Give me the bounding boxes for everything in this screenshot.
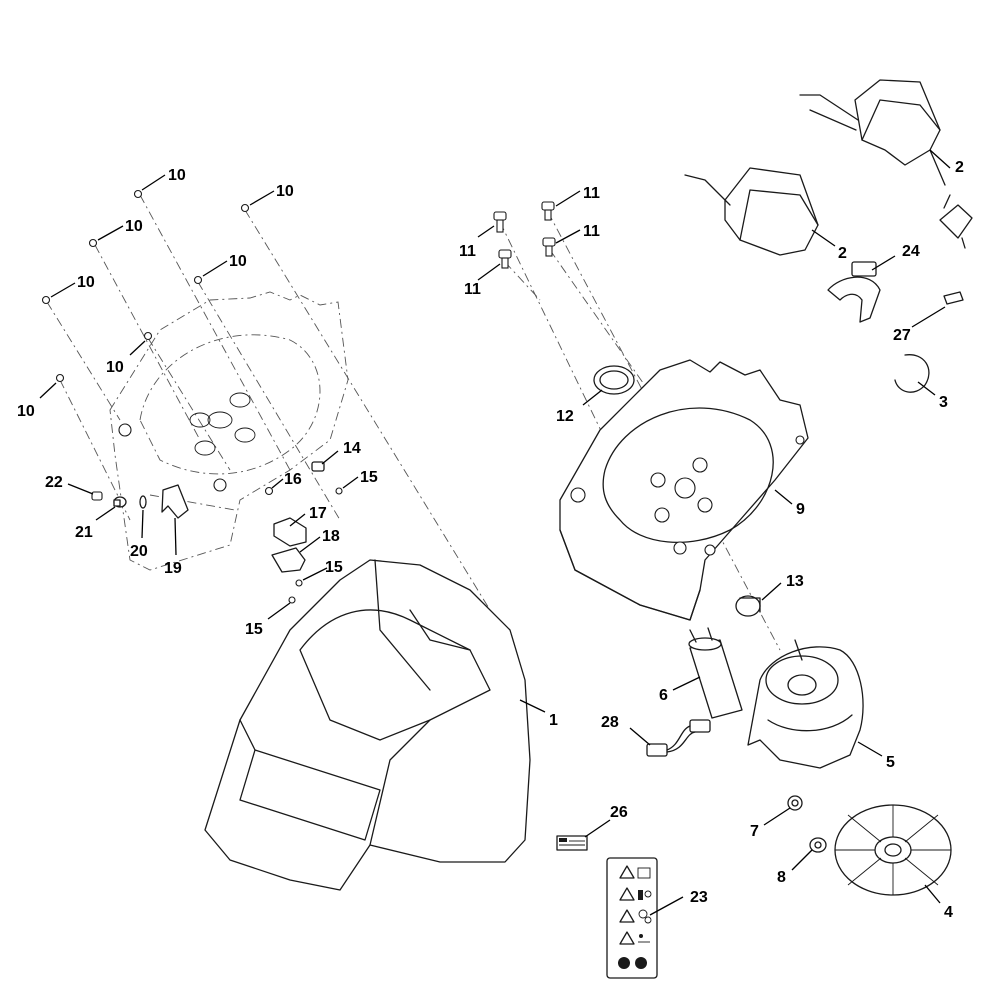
warning-triangle-icon [619,909,652,924]
callout-11: 11 [459,243,476,260]
screw-icon [55,373,65,383]
warning-triangle-icon [619,865,651,879]
callout-18: 18 [322,528,340,545]
screws-11 [493,201,556,269]
callout-4: 4 [944,904,953,921]
switch-housing-lower [684,167,819,256]
callout-27: 27 [893,327,911,344]
screw-icon [264,486,274,496]
callout-13: 13 [786,573,804,590]
screw-icon [193,275,203,285]
callout-14: 14 [343,440,361,457]
callout-17: 17 [309,505,327,522]
main-cover [204,559,531,891]
callout-numbers: 1 2 2 3 4 5 6 7 8 9 10 10 10 10 10 10 10… [17,159,964,921]
label-plate [556,835,588,851]
callout-24: 24 [902,243,920,260]
callout-21: 21 [75,524,93,541]
small-parts-left [91,461,343,604]
callout-10: 10 [229,253,247,270]
callout-10: 10 [77,274,95,291]
seal-ring [593,365,635,395]
callout-2: 2 [838,245,847,262]
switch-housing-upper [799,79,946,186]
callout-11: 11 [583,185,600,202]
callout-19: 19 [164,560,182,577]
callout-20: 20 [130,543,148,560]
plug-connector [939,194,973,249]
callout-12: 12 [556,408,574,425]
callout-15: 15 [325,559,343,576]
callout-7: 7 [750,823,759,840]
washer [787,795,803,811]
screw-icon [541,201,555,221]
switch-bracket [271,547,306,573]
cable-clamp [827,261,881,323]
warning-triangle-icon [619,931,650,945]
grommet [113,496,127,508]
leader-lines [39,149,951,916]
screws-10 [41,189,250,383]
callout-28: 28 [601,714,619,731]
motor [747,639,864,769]
callout-10: 10 [125,218,143,235]
screw-icon [335,487,343,495]
callout-9: 9 [796,501,805,518]
callout-3: 3 [939,394,948,411]
screw-icon [295,579,303,587]
screw-icon [288,596,296,604]
circlip [894,354,930,393]
motor-housing [559,359,809,621]
callout-11: 11 [583,223,600,240]
callout-26: 26 [610,804,628,821]
screw-icon [41,295,51,305]
capacitor [688,627,743,719]
screw-icon [542,237,556,257]
screw-icon [493,211,507,233]
nut [809,837,827,853]
callout-22: 22 [45,474,63,491]
fan [834,804,952,896]
lever [161,484,189,519]
callout-15: 15 [245,621,263,638]
screw-icon [133,189,143,199]
spring-clip [139,495,147,509]
callout-10: 10 [276,183,294,200]
screw-icon [143,331,153,341]
screw-icon [240,203,250,213]
screw-icon [88,238,98,248]
slider-block [273,517,307,547]
screw-icon [498,249,512,269]
callout-8: 8 [777,869,786,886]
callout-5: 5 [886,754,895,771]
wire-harness [646,719,711,757]
callout-10: 10 [106,359,124,376]
bushing [735,595,761,617]
callout-6: 6 [659,687,668,704]
screw-icon [91,491,103,501]
callout-16: 16 [284,471,302,488]
clip-small [311,461,325,472]
pin [943,291,964,305]
protective-gear-icon [618,957,647,969]
callout-15: 15 [360,469,378,486]
dashed-motor-housing [109,291,349,571]
warning-triangle-icon [619,887,652,901]
callout-10: 10 [17,403,35,420]
callout-1: 1 [549,712,558,729]
callout-10: 10 [168,167,186,184]
callout-2: 2 [955,159,964,176]
warning-label [606,857,658,979]
callout-23: 23 [690,889,708,906]
callout-11: 11 [464,281,481,298]
